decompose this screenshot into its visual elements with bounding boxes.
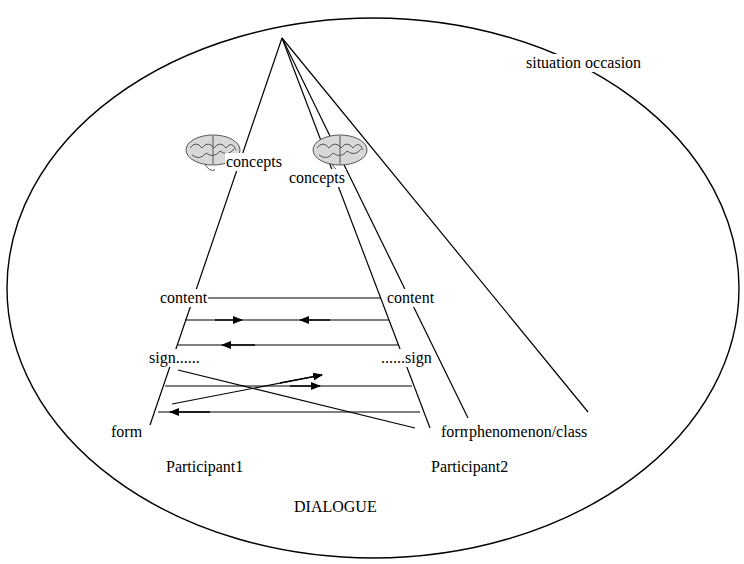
- form-label: form: [110, 423, 143, 441]
- concept-label: concepts: [225, 153, 283, 171]
- participant-label: Participant1: [165, 458, 244, 476]
- content-label: content: [159, 289, 208, 307]
- participant-label: Participant2: [430, 458, 509, 476]
- dialogue-ellipse: situation occasionDIALOGUE: [5, 16, 741, 560]
- phenomenon-label: phenomenon/class: [468, 423, 588, 441]
- dialogue-label: DIALOGUE: [293, 498, 378, 516]
- situation-label: situation occasion: [525, 54, 642, 72]
- concept-label: concepts: [288, 169, 346, 187]
- content-label: content: [386, 289, 435, 307]
- sign-label: sign......: [148, 349, 201, 367]
- brain-icon: [313, 135, 367, 170]
- ellipse-outline: [5, 16, 741, 560]
- sign-label: ......sign: [380, 349, 433, 367]
